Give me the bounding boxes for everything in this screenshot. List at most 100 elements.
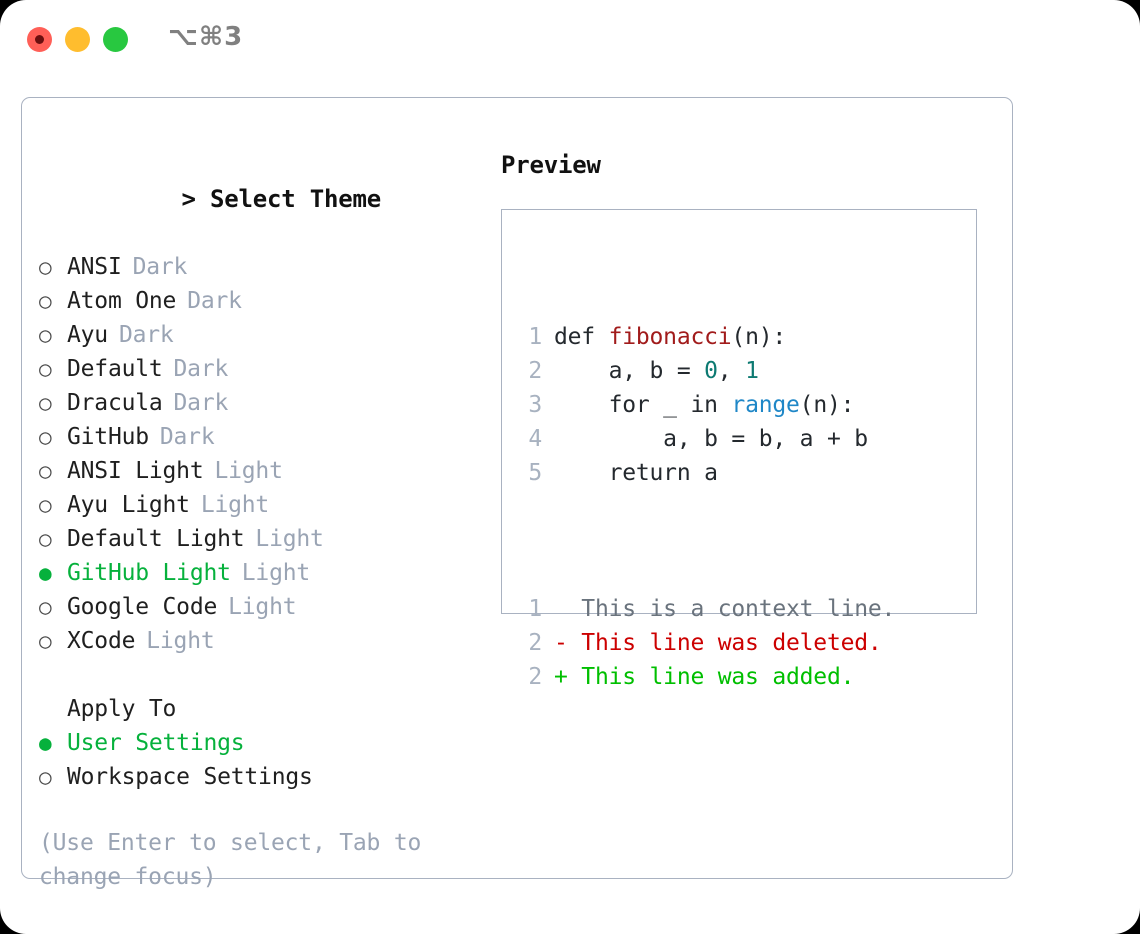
radio-unselected-icon: ○ [39, 425, 64, 449]
theme-option-ansi-light[interactable]: ○ ANSI Light Light [39, 454, 499, 488]
window-shortcut-label: ⌥⌘3 [168, 22, 244, 52]
theme-option-label: ANSI [67, 254, 122, 280]
apply-to-option-label: User Settings [67, 730, 245, 756]
code-token: a, b = b, a + b [554, 426, 868, 452]
theme-option-tag: Light [146, 628, 215, 654]
theme-option-label: ANSI Light [67, 458, 204, 484]
theme-option-tag: Dark [159, 424, 215, 450]
code-line: 2 a, b = 0, 1 [516, 354, 895, 388]
radio-unselected-icon: ○ [39, 391, 64, 415]
code-token: 1 [745, 358, 759, 384]
keyboard-hint: (Use Enter to select, Tab to change focu… [39, 830, 422, 890]
traffic-lights [27, 27, 128, 52]
radio-unselected-icon: ○ [39, 357, 64, 381]
radio-unselected-icon: ○ [39, 459, 64, 483]
radio-unselected-icon: ○ [39, 323, 64, 347]
theme-option-google-code[interactable]: ○ Google Code Light [39, 590, 499, 624]
theme-option-tag: Light [214, 458, 283, 484]
diff-line-text: This is a context line. [554, 596, 896, 622]
code-token: return a [554, 460, 718, 486]
diff-line-text: - This line was deleted. [554, 630, 882, 656]
code-token: , [717, 358, 746, 384]
theme-option-dracula[interactable]: ○ Dracula Dark [39, 386, 499, 420]
theme-option-label: Ayu [67, 322, 108, 348]
heading-text: Select Theme [210, 185, 381, 213]
diff-line: 2 + This line was added. [516, 660, 895, 694]
heading-caret: > [181, 185, 210, 213]
radio-unselected-icon: ○ [39, 255, 64, 279]
theme-option-label: Ayu Light [67, 492, 190, 518]
minimize-button-icon[interactable] [65, 27, 90, 52]
theme-option-label: GitHub [67, 424, 149, 450]
line-number: 4 [528, 426, 542, 452]
radio-unselected-icon: ○ [39, 527, 64, 551]
theme-option-label: Google Code [67, 594, 218, 620]
theme-option-label: Atom One [67, 288, 177, 314]
radio-unselected-icon: ○ [39, 289, 64, 313]
apply-to-option-list[interactable]: ● User Settings○ Workspace Settings [39, 726, 499, 794]
radio-selected-icon: ● [39, 561, 64, 585]
code-token: (n): [799, 392, 855, 418]
apply-to-heading-text: Apply To [67, 696, 177, 722]
code-line: 5 return a [516, 456, 895, 490]
line-number: 2 [528, 358, 542, 384]
theme-option-github[interactable]: ○ GitHub Dark [39, 420, 499, 454]
line-number: 2 [528, 630, 542, 656]
diff-line: 2 - This line was deleted. [516, 626, 895, 660]
theme-option-label: XCode [67, 628, 136, 654]
diff-sample: 1 This is a context line. 2 - This line wa… [516, 592, 895, 694]
apply-to-marker-placeholder: ○ [39, 692, 67, 726]
radio-selected-icon: ● [39, 731, 64, 755]
theme-option-ayu[interactable]: ○ Ayu Dark [39, 318, 499, 352]
theme-option-tag: Dark [187, 288, 242, 314]
theme-option-tag: Light [255, 526, 324, 552]
radio-unselected-icon: ○ [39, 493, 64, 517]
maximize-button-icon[interactable] [103, 27, 128, 52]
line-number: 5 [528, 460, 542, 486]
code-token: range [731, 392, 800, 418]
theme-option-label: GitHub Light [67, 560, 231, 586]
title-bar: ⌥⌘3 [0, 0, 1140, 78]
code-token: fibonacci [608, 324, 732, 350]
code-token: def [554, 324, 609, 350]
line-number: 2 [528, 664, 542, 690]
theme-option-tag: Dark [118, 322, 174, 348]
theme-option-ansi[interactable]: ○ ANSI Dark [39, 250, 499, 284]
theme-option-tag: Dark [132, 254, 188, 280]
line-number: 1 [528, 324, 542, 350]
spacer [39, 658, 499, 692]
preview-heading: Preview [501, 151, 601, 179]
theme-option-tag: Light [228, 594, 297, 620]
theme-option-default-light[interactable]: ○ Default Light Light [39, 522, 499, 556]
line-number: 3 [528, 392, 542, 418]
code-token: 0 [704, 358, 718, 384]
code-line: 3 for _ in range(n): [516, 388, 895, 422]
radio-unselected-icon: ○ [39, 765, 64, 789]
diff-line-text: + This line was added. [554, 664, 855, 690]
code-line: 4 a, b = b, a + b [516, 422, 895, 456]
diff-line: 1 This is a context line. [516, 592, 895, 626]
theme-option-atom-one[interactable]: ○ Atom One Dark [39, 284, 499, 318]
theme-option-label: Default Light [67, 526, 245, 552]
radio-unselected-icon: ○ [39, 595, 64, 619]
apply-to-option-workspace-settings[interactable]: ○ Workspace Settings [39, 760, 499, 794]
select-theme-heading: > Select Theme [39, 148, 499, 250]
close-button-icon[interactable] [27, 27, 52, 52]
code-token: for _ in [554, 392, 732, 418]
theme-option-label: Dracula [67, 390, 163, 416]
theme-option-tag: Dark [173, 390, 229, 416]
apply-to-option-user-settings[interactable]: ● User Settings [39, 726, 499, 760]
line-number: 1 [528, 596, 542, 622]
